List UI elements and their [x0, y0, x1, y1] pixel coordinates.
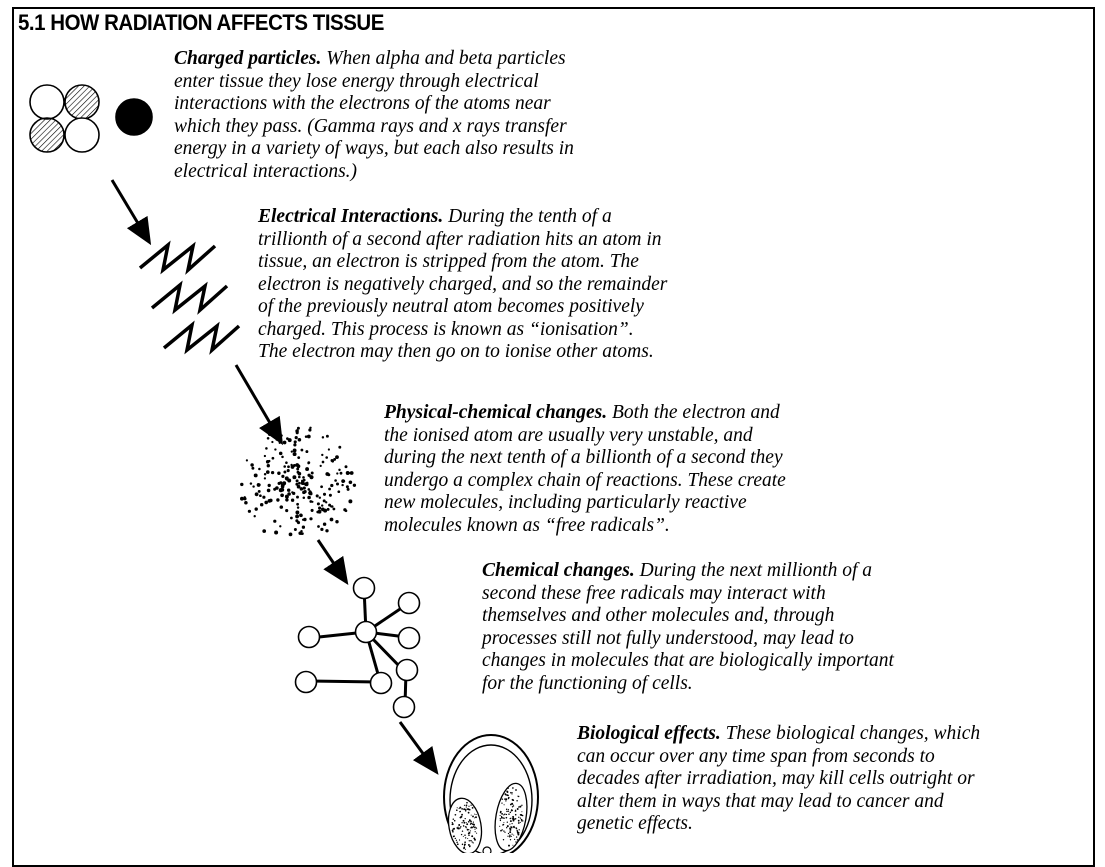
stage-heading: Biological effects. — [577, 723, 721, 744]
stage-heading: Chemical changes. — [482, 560, 635, 581]
arrow-icon — [318, 540, 345, 580]
stage-text-biological-effects: Biological effects. These biological cha… — [577, 723, 980, 836]
cell-icon — [444, 735, 538, 853]
stage-text-physical-chemical-changes: Physical-chemical changes. Both the elec… — [384, 402, 786, 537]
stage-heading: Electrical Interactions. — [258, 206, 443, 227]
stage-heading: Charged particles. — [174, 48, 321, 69]
stage-text-chemical-changes: Chemical changes. During the next millio… — [482, 560, 894, 695]
arrow-icon — [236, 365, 280, 440]
stage-text-electrical-interactions: Electrical Interactions. During the tent… — [258, 206, 667, 364]
stage-heading: Physical-chemical changes. — [384, 402, 607, 423]
zigzag-lightning-icon — [140, 245, 239, 350]
stage-body: During the tenth of a trillionth of a se… — [258, 206, 667, 362]
stage-text-charged-particles: Charged particles. When alpha and beta p… — [174, 48, 574, 183]
arrow-icon — [400, 722, 435, 770]
atom-particles-icon — [30, 85, 152, 152]
arrow-icon — [112, 180, 148, 240]
molecule-network-icon — [296, 578, 420, 718]
dot-cloud-icon — [240, 427, 356, 537]
